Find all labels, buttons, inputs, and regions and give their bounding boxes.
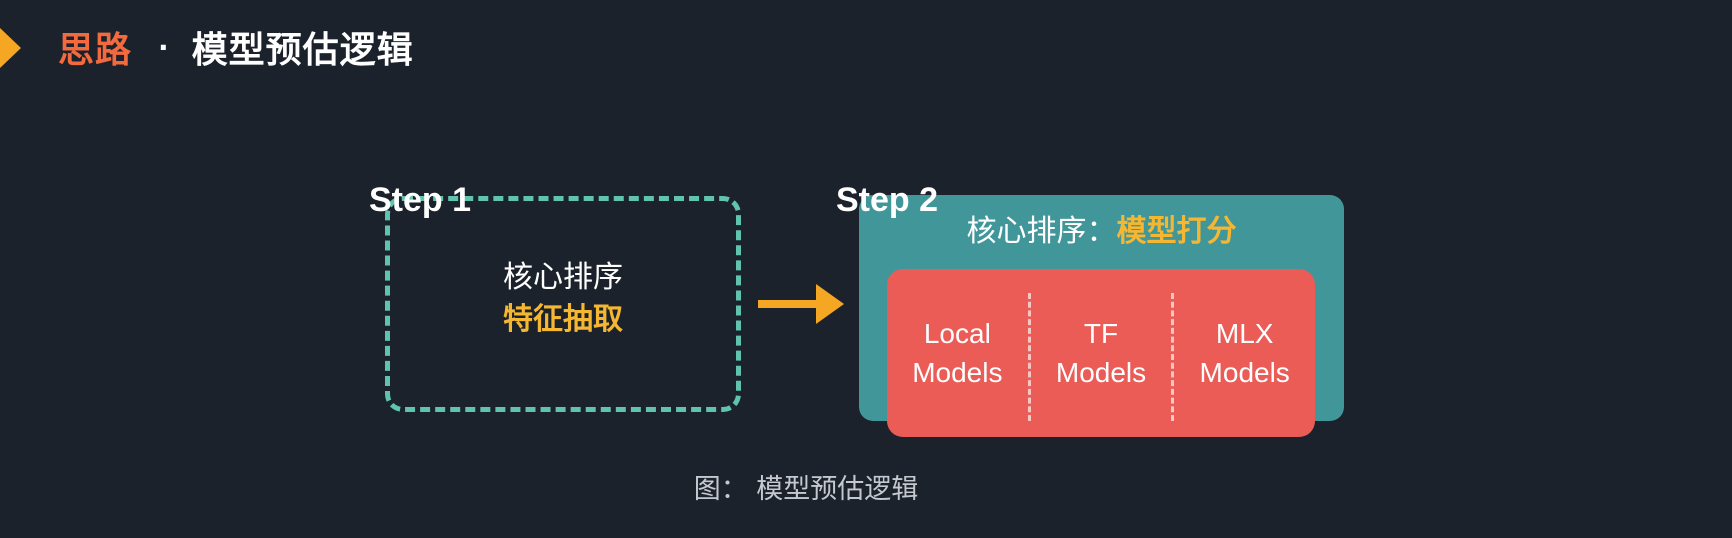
model-tf-line1: TF <box>1083 318 1119 349</box>
title-separator: · <box>158 30 170 64</box>
model-local-line1: Local <box>923 318 991 349</box>
step2-title-prefix: 核心排序： <box>966 214 1117 249</box>
model-tf: TF Models <box>1031 269 1172 437</box>
model-mlx-line1: MLX <box>1215 318 1274 349</box>
models-panel: Local Models TF Models MLX Models <box>887 269 1315 437</box>
step1-dashed-box <box>385 196 741 412</box>
model-mlx: MLX Models <box>1174 269 1315 437</box>
page-title: 思路 · 模型预估逻辑 <box>58 22 414 72</box>
figure-caption: 图： 模型预估逻辑 <box>693 474 919 505</box>
arrow-right-icon <box>758 284 844 324</box>
step1-label: Step 1 <box>369 181 472 219</box>
model-local-line2: Models <box>912 357 1003 388</box>
step2-title-accent: 模型打分 <box>1116 214 1237 249</box>
title-main: 模型预估逻辑 <box>191 30 414 71</box>
model-mlx-line2: Models <box>1199 357 1290 388</box>
step1-line1: 核心排序 <box>503 260 623 295</box>
step1-line2: 特征抽取 <box>503 302 623 337</box>
step2-title: 核心排序：模型打分 <box>859 212 1344 252</box>
model-divider <box>1027 293 1031 421</box>
section-marker-icon <box>0 28 21 68</box>
title-accent: 思路 <box>58 30 133 71</box>
model-tf-line2: Models <box>1055 357 1147 388</box>
step1-content: 核心排序 特征抽取 <box>385 258 741 342</box>
model-local: Local Models <box>887 269 1028 437</box>
model-divider <box>1171 293 1175 421</box>
step2-label: Step 2 <box>836 181 939 219</box>
